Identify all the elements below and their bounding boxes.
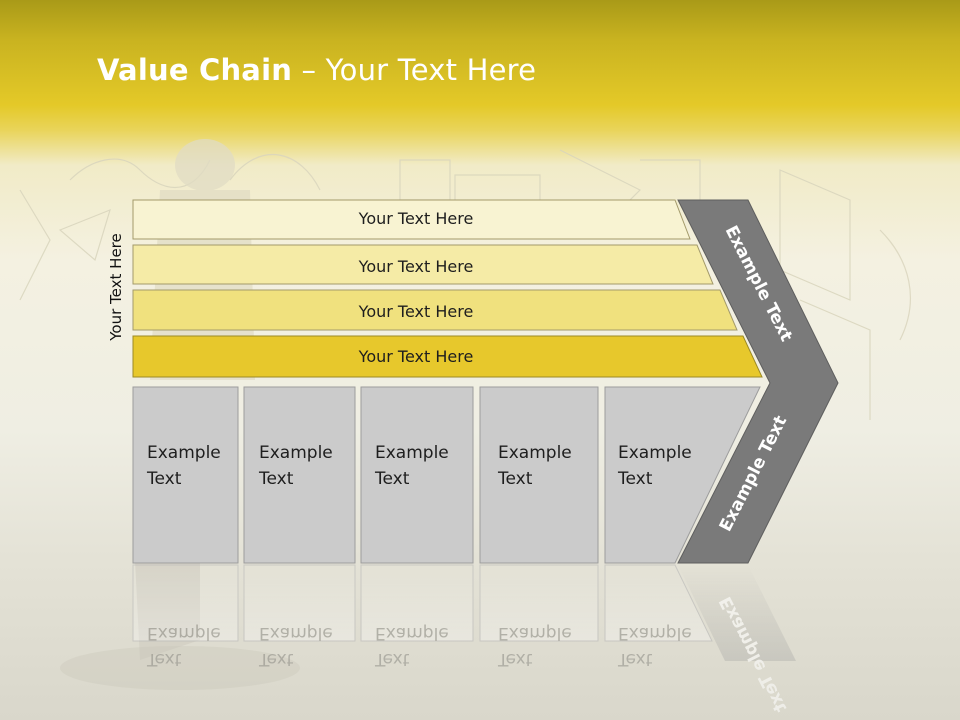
cell-1-line2: Text <box>146 469 182 489</box>
cell-2: Example Text <box>243 386 356 564</box>
cell-2-line1: Example <box>259 443 333 463</box>
bar-label-1: Your Text Here <box>358 209 474 228</box>
chevron-arrow: Example Text Example Text <box>677 199 839 564</box>
cell-3-line2: Text <box>374 469 410 489</box>
reflection-text-10: Text <box>617 649 653 669</box>
chevron-shape <box>677 199 839 564</box>
reflection-text-3: Example <box>259 623 333 643</box>
reflection-text-2: Text <box>146 649 182 669</box>
reflection-text-6: Text <box>374 649 410 669</box>
reflection: Example Text Example Text Example Text E… <box>132 564 796 715</box>
reflection-text-9: Example <box>618 623 692 643</box>
reflection-text-4: Text <box>258 649 294 669</box>
cell-5: Example Text <box>604 386 761 564</box>
bar-row-1: Your Text Here <box>132 199 691 240</box>
cell-5-line1: Example <box>618 443 692 463</box>
cell-1-line1: Example <box>147 443 221 463</box>
bar-shape-4 <box>132 335 763 378</box>
slide-title: Value Chain – Your Text Here <box>97 53 536 87</box>
reflection-text-7: Example <box>498 623 572 643</box>
cell-4-line2: Text <box>497 469 533 489</box>
cell-3-line1: Example <box>375 443 449 463</box>
side-label: Your Text Here <box>107 233 125 341</box>
cell-5-line2: Text <box>617 469 653 489</box>
title-bold: Value Chain <box>97 53 293 87</box>
reflection-text-5: Example <box>375 623 449 643</box>
bar-label-2: Your Text Here <box>358 257 474 276</box>
bar-row-3: Your Text Here <box>132 289 738 331</box>
cell-1: Example Text <box>132 386 239 564</box>
bar-row-2: Your Text Here <box>132 244 714 285</box>
reflection-text-1: Example <box>147 623 221 643</box>
cell-2-line2: Text <box>258 469 294 489</box>
bar-label-3: Your Text Here <box>358 302 474 321</box>
bar-shape-3 <box>132 289 738 331</box>
bar-row-4: Your Text Here <box>132 335 763 378</box>
reflection-text-8: Text <box>497 649 533 669</box>
title-rest: – Your Text Here <box>292 53 537 87</box>
bar-shape-2 <box>132 244 714 285</box>
cell-4-line1: Example <box>498 443 572 463</box>
bar-label-4: Your Text Here <box>358 347 474 366</box>
bar-shape-1 <box>132 199 691 240</box>
cell-4: Example Text <box>479 386 599 564</box>
cell-3: Example Text <box>360 386 474 564</box>
